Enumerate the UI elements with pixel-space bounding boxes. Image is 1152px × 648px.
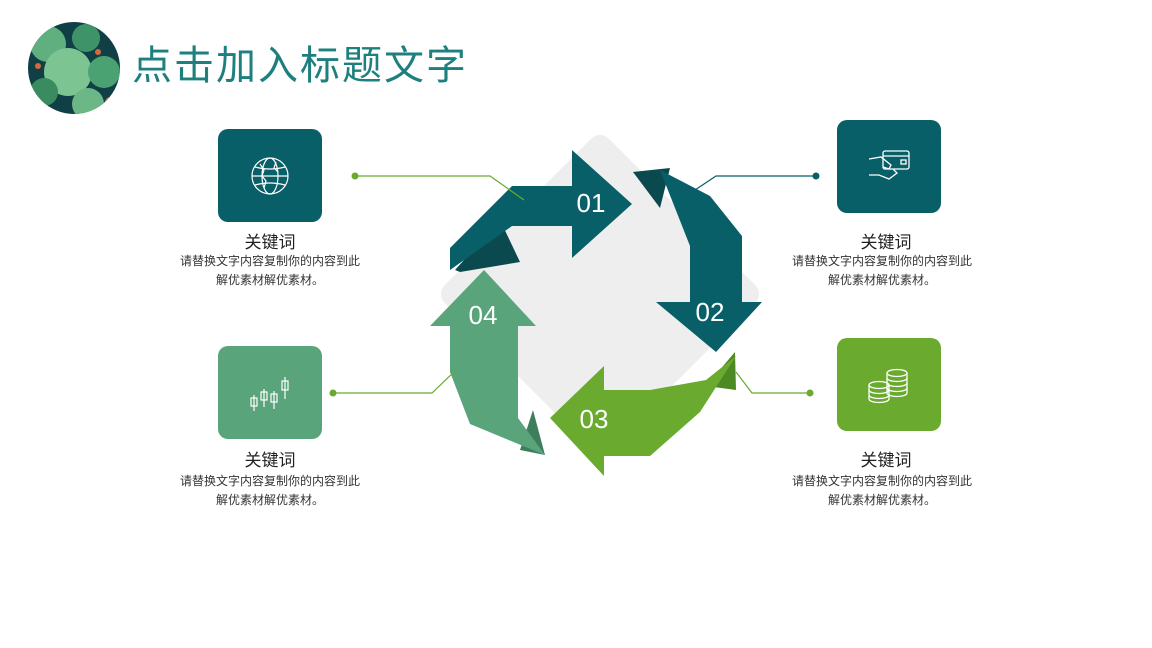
keyword-label-4: 关键词 xyxy=(860,451,912,471)
step-number-03: 03 xyxy=(580,404,609,434)
step-number-02: 02 xyxy=(696,297,725,327)
fold-shadow-2 xyxy=(633,168,670,208)
connector-dot-02 xyxy=(812,172,820,180)
description-1-line-2: 解优素材解优素材。 xyxy=(215,273,324,287)
description-2: 请替换文字内容复制你的内容到此 解优素材解优素材。 xyxy=(772,252,992,290)
connector-03 xyxy=(735,371,810,394)
description-1-line-1: 请替换文字内容复制你的内容到此 xyxy=(179,254,360,268)
description-2-line-2: 解优素材解优素材。 xyxy=(827,273,936,287)
description-2-line-1: 请替换文字内容复制你的内容到此 xyxy=(791,254,972,268)
connector-dot-03 xyxy=(806,389,814,397)
icon-card-candlestick xyxy=(218,346,322,439)
keyword-label-2: 关键词 xyxy=(860,233,912,253)
icon-card-globe xyxy=(218,129,322,222)
step-arrow-01 xyxy=(450,150,632,270)
icon-card-coins xyxy=(837,338,941,431)
keyword-label-1: 关键词 xyxy=(244,233,296,253)
page-title: 点击加入标题文字 xyxy=(132,43,468,89)
description-3: 请替换文字内容复制你的内容到此 解优素材解优素材。 xyxy=(160,472,380,510)
credit-card-icon xyxy=(868,149,910,180)
fold-shadow-1 xyxy=(455,220,520,272)
connector-02 xyxy=(685,175,816,197)
step-number-04: 04 xyxy=(469,300,498,330)
connector-dot-04 xyxy=(329,389,337,397)
coins-icon xyxy=(868,368,908,403)
globe-icon xyxy=(251,156,289,195)
connector-04 xyxy=(333,369,457,394)
step-arrow-02 xyxy=(656,170,762,352)
description-4-line-1: 请替换文字内容复制你的内容到此 xyxy=(791,474,972,488)
keyword-label-3: 关键词 xyxy=(244,451,296,471)
candlestick-chart-icon xyxy=(250,376,289,411)
step-arrow-03 xyxy=(550,356,736,476)
logo-circle xyxy=(28,22,120,114)
icon-card-credit-card xyxy=(837,120,941,213)
step-number-01: 01 xyxy=(577,188,606,218)
description-3-line-1: 请替换文字内容复制你的内容到此 xyxy=(179,474,360,488)
description-3-line-2: 解优素材解优素材。 xyxy=(215,493,324,507)
description-4: 请替换文字内容复制你的内容到此 解优素材解优素材。 xyxy=(772,472,992,510)
connector-dot-01 xyxy=(351,172,359,180)
connector-01 xyxy=(355,175,525,201)
description-1: 请替换文字内容复制你的内容到此 解优素材解优素材。 xyxy=(160,252,380,290)
step-arrow-04 xyxy=(430,270,545,455)
description-4-line-2: 解优素材解优素材。 xyxy=(827,493,936,507)
